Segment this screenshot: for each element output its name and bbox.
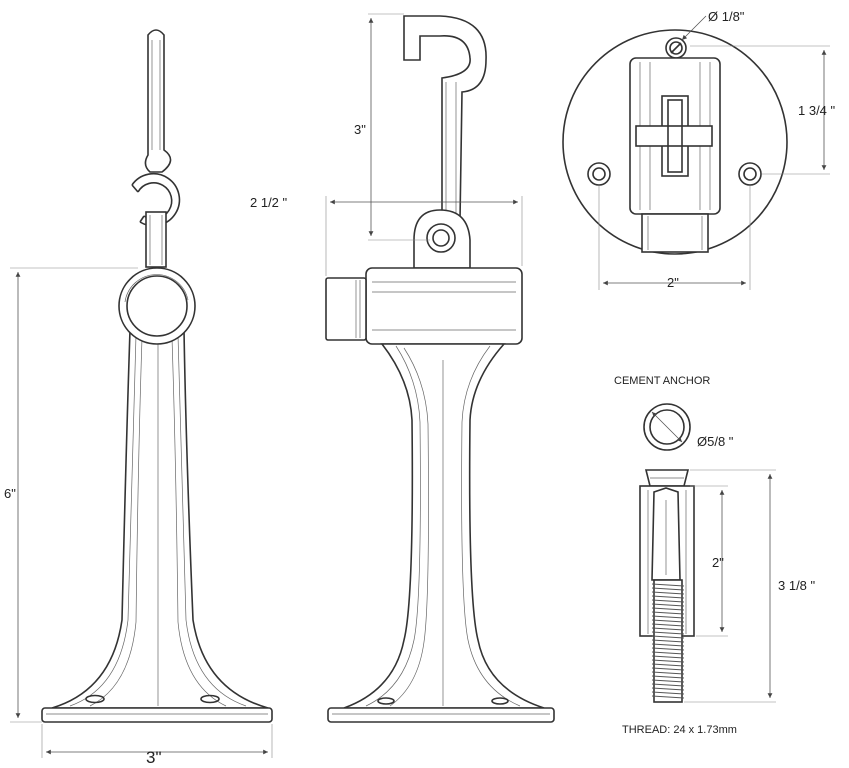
anchor-diameter-label: Ø5/8 " xyxy=(697,434,734,449)
mounting-plate-dimensions xyxy=(598,15,830,290)
anchor-top-view xyxy=(643,403,691,451)
screw-diameter-label: Ø 1/8" xyxy=(708,9,745,24)
front-view xyxy=(41,29,273,723)
base-width-label: 3" xyxy=(146,748,162,767)
anchor-sleeve-label: 2" xyxy=(712,555,724,570)
front-view-dimensions xyxy=(10,267,273,758)
hook-height-label: 3" xyxy=(354,122,366,137)
mounting-plate-view xyxy=(562,29,788,255)
anchor-title: CEMENT ANCHOR xyxy=(614,375,710,387)
thread-spec-label: THREAD: 24 x 1.73mm xyxy=(622,724,737,736)
projection-label: 2 1/2 " xyxy=(250,195,288,210)
anchor-dimensions xyxy=(684,469,776,703)
anchor-threads xyxy=(651,583,685,699)
side-view xyxy=(325,15,555,723)
anchor-length-label: 3 1/8 " xyxy=(778,578,816,593)
plate-height-label: 1 3/4 " xyxy=(798,103,836,118)
side-view-dimensions xyxy=(325,13,523,276)
hole-spacing-label: 2" xyxy=(667,275,679,290)
overall-height-label: 6" xyxy=(4,486,16,501)
anchor-side-view xyxy=(639,469,695,703)
